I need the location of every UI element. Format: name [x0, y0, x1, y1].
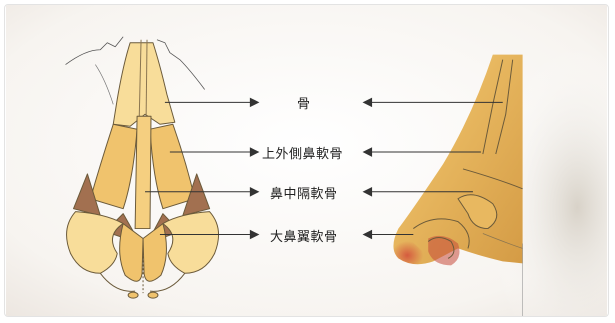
label-bone: 骨	[297, 93, 311, 112]
diagram-frame: 骨 上外側鼻軟骨 鼻中隔軟骨 大鼻翼軟骨	[4, 4, 609, 317]
label-lower-lateral-cartilage: 大鼻翼軟骨	[270, 226, 338, 245]
label-septal-cartilage: 鼻中隔軟骨	[270, 183, 338, 202]
label-upper-lateral-cartilage: 上外側鼻軟骨	[262, 143, 343, 162]
